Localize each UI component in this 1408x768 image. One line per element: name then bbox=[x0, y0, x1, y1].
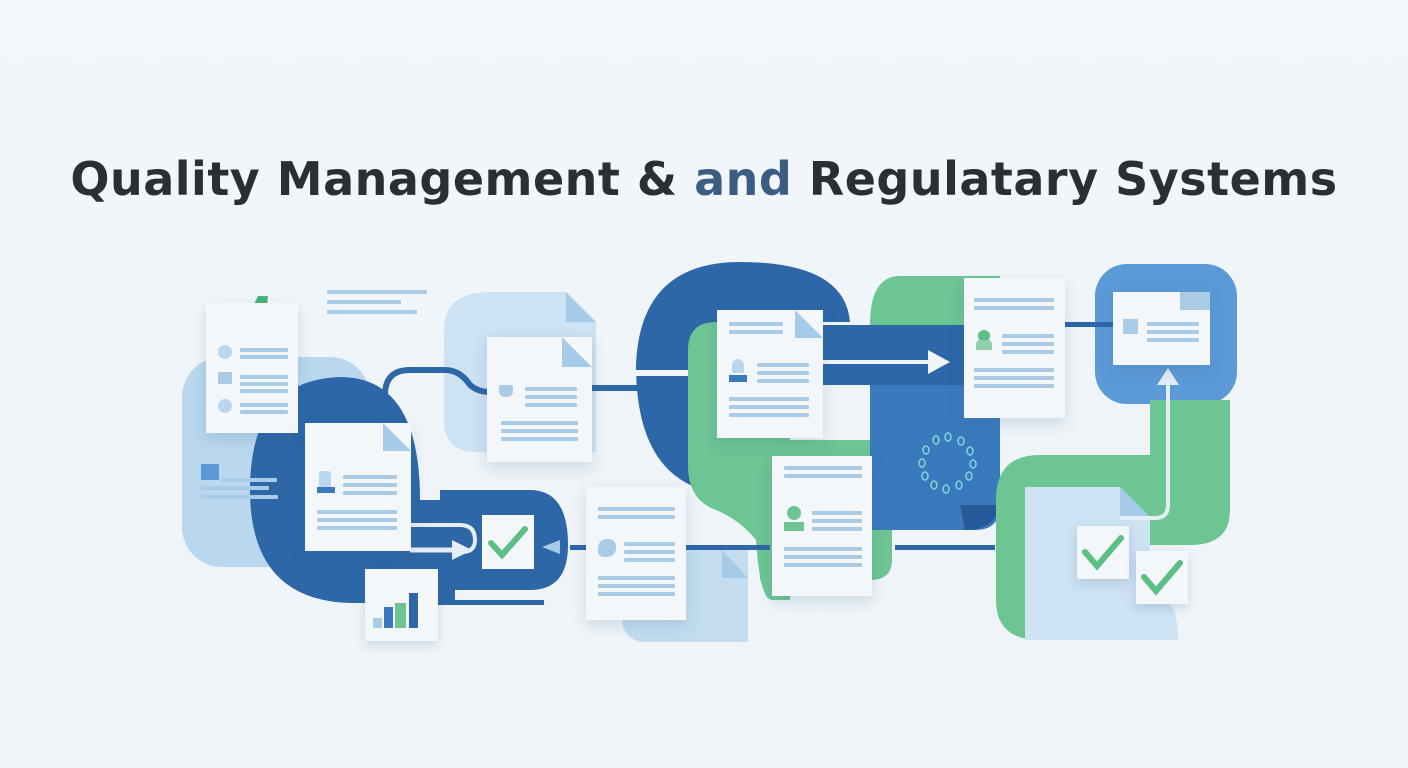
approval-check-1 bbox=[482, 515, 534, 569]
user-icon bbox=[978, 330, 990, 342]
stamp-icon bbox=[499, 385, 513, 397]
user-form-document-center bbox=[717, 310, 823, 438]
page-title: Quality Management & and Regulatary Syst… bbox=[0, 152, 1408, 206]
title-part-1: Quality Management & bbox=[70, 152, 695, 206]
checkmark-icon bbox=[1082, 535, 1124, 571]
spinner-icon bbox=[918, 432, 977, 494]
user-icon bbox=[787, 506, 801, 520]
title-part-2: and bbox=[694, 152, 793, 206]
stamp-icon bbox=[598, 539, 616, 557]
document-card-top-right bbox=[1113, 292, 1210, 365]
user-form-document-left bbox=[305, 423, 411, 551]
square-icon bbox=[1123, 319, 1138, 334]
user-form-document-lower-center bbox=[772, 456, 872, 596]
approval-check-3 bbox=[1136, 551, 1188, 604]
title-part-3: Regulatary Systems bbox=[792, 152, 1338, 206]
bullet-circle-icon bbox=[218, 345, 232, 359]
user-form-document-right bbox=[964, 278, 1065, 418]
bullet-circle-icon bbox=[218, 399, 232, 413]
document-lower-mid bbox=[586, 487, 686, 620]
approval-check-2 bbox=[1077, 526, 1129, 579]
square-icon bbox=[201, 464, 219, 480]
user-icon bbox=[319, 471, 331, 489]
document-upper-mid bbox=[487, 337, 592, 462]
checklist-document bbox=[206, 303, 298, 433]
user-icon bbox=[732, 359, 744, 373]
bar-chart-icon bbox=[373, 593, 418, 628]
bullet-square-icon bbox=[218, 372, 232, 384]
checkmark-icon bbox=[1141, 560, 1183, 596]
bar-chart-card bbox=[365, 569, 438, 641]
checkmark-icon bbox=[488, 526, 528, 560]
